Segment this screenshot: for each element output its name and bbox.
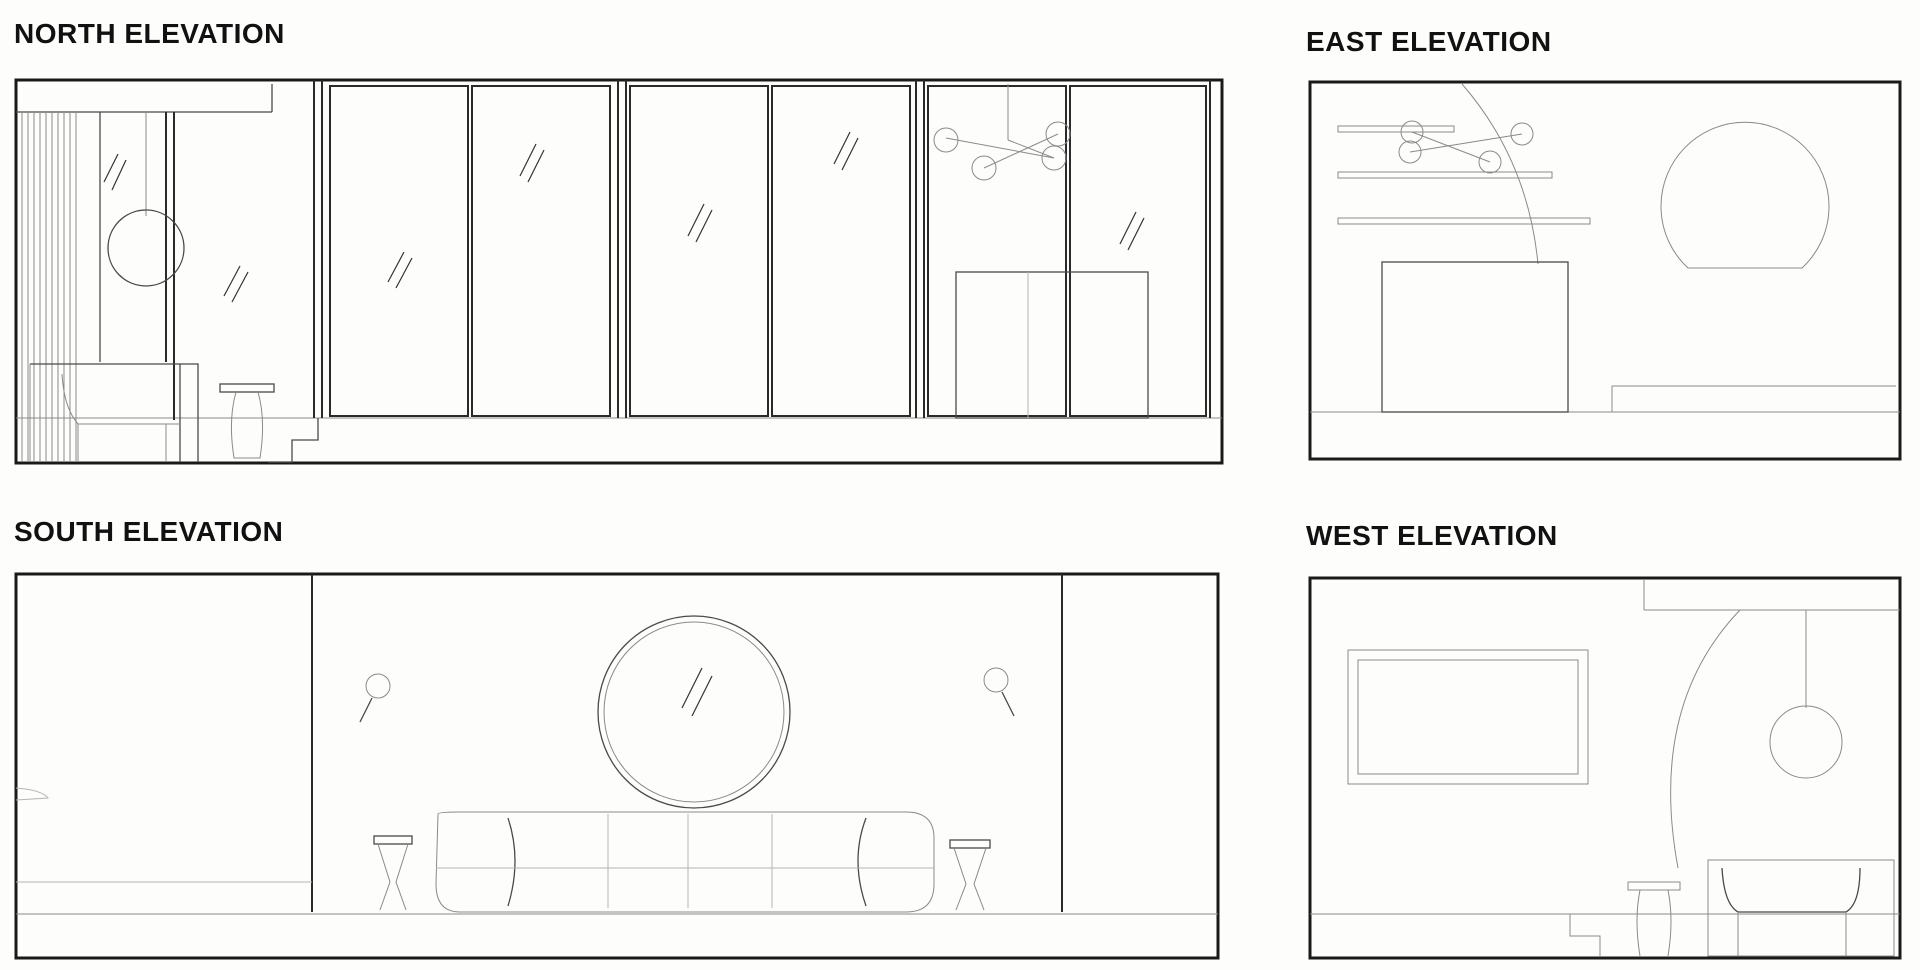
west-elevation-drawing (1308, 576, 1902, 960)
east-bench (1611, 385, 1896, 412)
west-pendant-globe (1769, 705, 1843, 779)
south-right-sconce (983, 667, 1015, 717)
south-right-side-table (949, 839, 991, 911)
east-arc-lamp (1461, 83, 1539, 265)
north-armchair (29, 363, 199, 462)
east-elevation-drawing (1308, 80, 1902, 461)
west-armchair (1707, 859, 1895, 957)
pendant-globe (107, 209, 185, 287)
west-elevation-title: WEST ELEVATION (1306, 520, 1558, 551)
mirror-glare-marks (103, 131, 1145, 303)
south-frame (14, 572, 1220, 960)
south-elevation-drawing (14, 572, 1220, 960)
south-elevation-title: SOUTH ELEVATION (14, 516, 284, 547)
west-side-table (1627, 881, 1681, 957)
east-cabinet (1381, 261, 1569, 413)
north-elevation-title: NORTH ELEVATION (14, 18, 285, 49)
east-wall-shelves (1337, 125, 1591, 225)
north-chandelier (933, 84, 1071, 181)
south-sofa (435, 811, 935, 913)
north-side-table (219, 383, 275, 459)
east-frame (1308, 80, 1902, 461)
south-left-side-table (373, 835, 413, 911)
west-framed-art (1347, 649, 1589, 785)
east-elevation-title: EAST ELEVATION (1306, 26, 1552, 57)
east-round-mirror (1660, 121, 1830, 269)
south-round-mirror (597, 615, 791, 809)
west-arc-lamp (1670, 609, 1741, 869)
north-cabinet (955, 271, 1149, 419)
north-glazing-panels (313, 80, 1211, 418)
south-left-sconce (359, 673, 391, 723)
west-frame (1308, 576, 1902, 960)
east-chandelier (1398, 120, 1534, 174)
slat-wall-panel (21, 112, 77, 462)
north-elevation-drawing (14, 78, 1224, 465)
